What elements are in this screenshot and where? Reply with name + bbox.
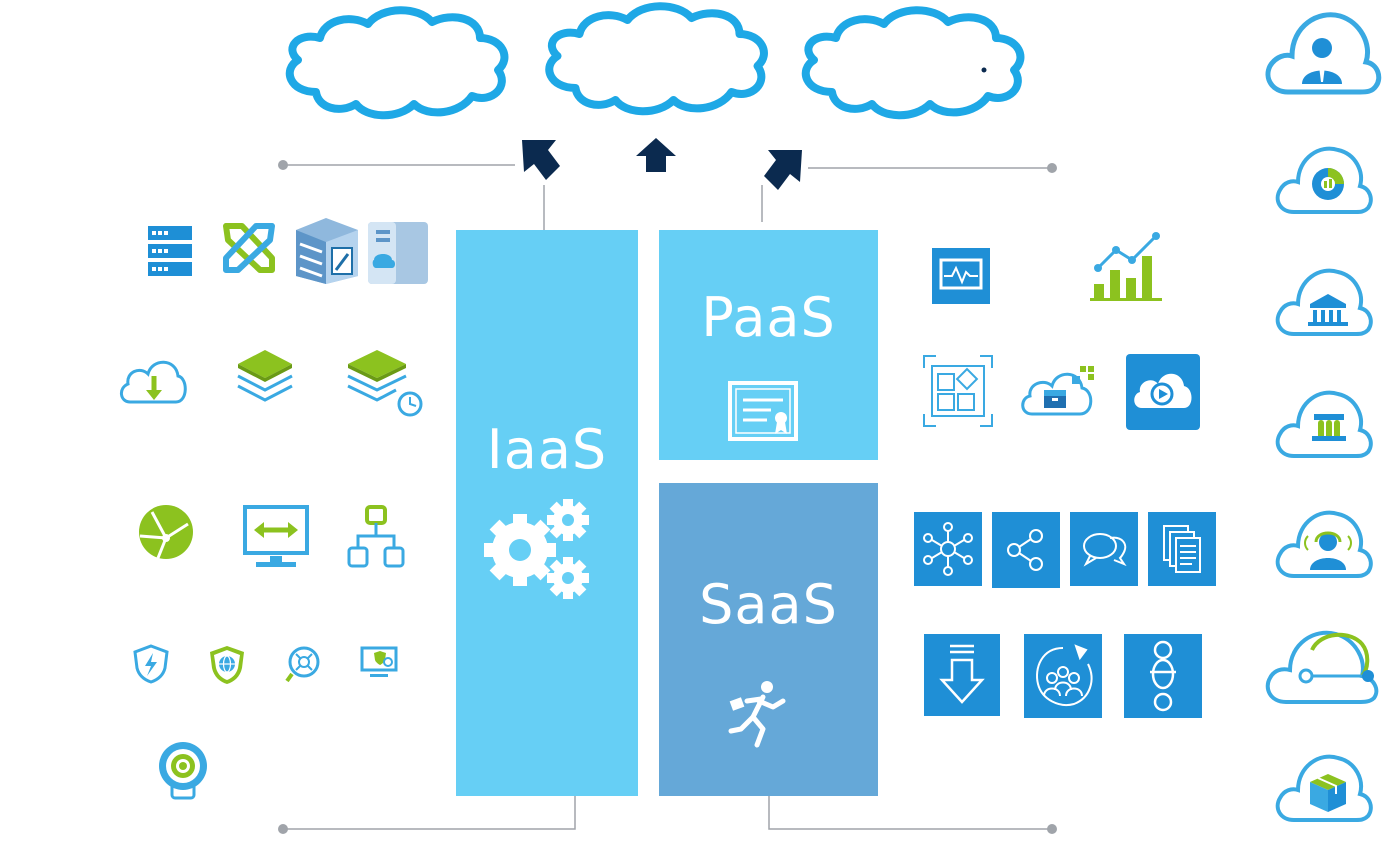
team-cycle-icon xyxy=(1024,634,1102,718)
cloud-outline-icon xyxy=(801,6,1025,120)
globe-network-icon xyxy=(139,505,193,559)
cloud-lab-icon xyxy=(1275,390,1373,458)
gears-icon xyxy=(484,499,589,599)
cloud-bank-icon xyxy=(1275,268,1373,336)
cloud-package-icon xyxy=(1275,754,1373,822)
database-server-icon xyxy=(368,222,428,284)
saas-block: SaaS xyxy=(659,483,878,796)
arrow-up-left-icon xyxy=(522,140,560,180)
share-nodes-icon xyxy=(992,512,1060,588)
cloud-user-icon xyxy=(1265,12,1382,95)
certificate-icon xyxy=(728,381,798,441)
app-grid-icon xyxy=(923,355,993,427)
server-rack-icon xyxy=(148,226,192,276)
network-links-icon xyxy=(223,223,275,273)
iaas-block: IaaS xyxy=(456,230,638,796)
connector-dot-top-left xyxy=(278,160,288,170)
monitor-shield-icon xyxy=(360,646,398,677)
shield-globe-icon xyxy=(210,646,244,684)
hierarchy-icon xyxy=(347,505,405,568)
connector-dot-bottom-left xyxy=(278,824,288,834)
cloud-support-icon xyxy=(1275,510,1373,578)
layers-clock-icon xyxy=(347,350,423,417)
monitor-transfer-icon xyxy=(243,505,309,567)
virus-scan-icon xyxy=(285,646,320,683)
connector-dot-top-right xyxy=(1047,163,1057,173)
network-hub-icon xyxy=(914,512,982,586)
connector-dot-bottom-right xyxy=(1047,824,1057,834)
iaas-label: IaaS xyxy=(486,418,608,481)
cloud-download-icon xyxy=(120,360,187,404)
download-arrow-icon xyxy=(924,634,1000,716)
running-person-icon xyxy=(728,681,786,748)
storage-box-icon xyxy=(296,218,358,284)
paas-label: PaaS xyxy=(701,286,836,349)
cloud-box-icon xyxy=(1021,366,1094,416)
cloud-video-icon xyxy=(1126,354,1200,430)
cloud-outline-icon xyxy=(285,6,509,120)
chain-link-icon xyxy=(1124,634,1202,718)
monitor-pulse-icon xyxy=(932,248,990,304)
shield-bolt-icon xyxy=(133,644,169,684)
cloud-chart-icon xyxy=(1275,146,1373,214)
bar-chart-growth-icon xyxy=(1090,232,1162,301)
layers-icon xyxy=(237,350,293,402)
cloud-key-icon xyxy=(1265,630,1379,704)
camera-lens-icon xyxy=(159,742,207,800)
documents-icon xyxy=(1148,512,1216,586)
cloud-outline-icon xyxy=(545,2,768,116)
paas-block: PaaS xyxy=(659,230,878,460)
arrow-up-right-icon xyxy=(764,150,802,190)
saas-label: SaaS xyxy=(699,573,838,636)
chat-bubbles-icon xyxy=(1070,512,1138,586)
arrow-up-icon xyxy=(636,138,676,172)
